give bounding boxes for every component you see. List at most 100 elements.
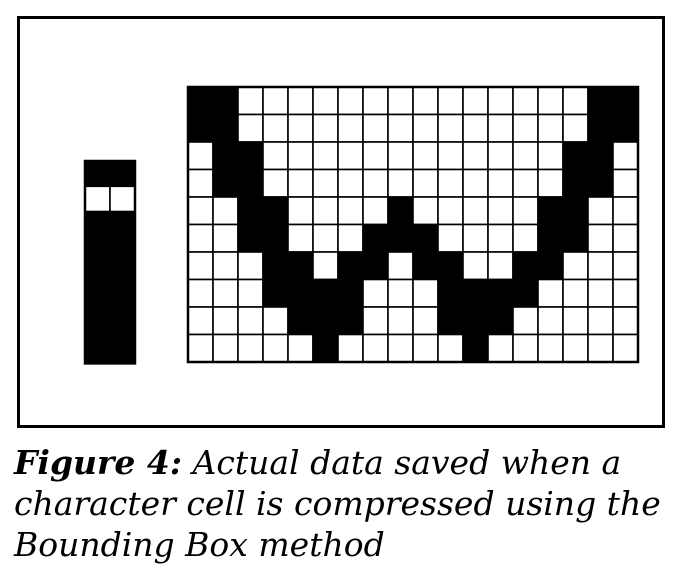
- large-bitmap-cell-6-6: [337, 251, 364, 281]
- large-bitmap-cell-8-6: [337, 306, 364, 336]
- large-bitmap-cell-3-17: [612, 168, 639, 198]
- small-bitmap-cell-6-1: [109, 311, 136, 339]
- small-bitmap-cell-3-0: [84, 236, 111, 263]
- large-bitmap-cell-7-13: [512, 278, 539, 308]
- large-bitmap-cell-3-10: [437, 168, 464, 198]
- large-bitmap-cell-3-7: [362, 168, 389, 198]
- small-bitmap-cell-0-1: [109, 160, 136, 188]
- compressed-bitmap: [83, 159, 137, 365]
- large-bitmap-cell-2-10: [437, 141, 464, 171]
- large-bitmap-cell-0-7: [362, 86, 389, 116]
- large-bitmap-cell-3-2: [237, 168, 264, 198]
- small-bitmap-cell-1-1: [109, 185, 136, 213]
- caption-text: Actual data saved when a character cell …: [14, 443, 661, 564]
- large-bitmap-cell-0-10: [437, 86, 464, 116]
- large-bitmap-cell-6-4: [287, 251, 314, 281]
- large-bitmap-cell-6-17: [612, 251, 639, 281]
- large-bitmap-cell-3-9: [412, 168, 439, 198]
- large-bitmap-cell-5-17: [612, 223, 639, 253]
- large-bitmap-cell-3-11: [462, 168, 489, 198]
- small-bitmap-cell-5-1: [109, 286, 136, 314]
- large-bitmap-cell-7-15: [562, 278, 589, 308]
- large-bitmap-cell-5-2: [237, 223, 264, 253]
- large-bitmap-cell-4-5: [312, 196, 339, 226]
- large-bitmap-cell-1-17: [612, 113, 639, 143]
- large-bitmap-cell-0-9: [412, 86, 439, 116]
- large-bitmap-cell-2-0: [187, 141, 214, 171]
- large-bitmap-cell-5-8: [387, 223, 414, 253]
- large-bitmap-cell-8-15: [562, 306, 589, 336]
- large-bitmap-cell-6-3: [262, 251, 289, 281]
- large-bitmap-cell-3-5: [312, 168, 339, 198]
- large-bitmap-cell-2-17: [612, 141, 639, 171]
- large-bitmap-cell-1-4: [287, 113, 314, 143]
- large-bitmap-cell-9-13: [512, 333, 539, 363]
- large-bitmap-cell-9-14: [537, 333, 564, 363]
- large-bitmap-cell-1-8: [387, 113, 414, 143]
- large-bitmap-cell-3-1: [212, 168, 239, 198]
- large-bitmap-cell-9-11: [462, 333, 489, 363]
- figure-caption: Figure 4: Actual data saved when a chara…: [14, 442, 674, 565]
- large-bitmap-cell-9-15: [562, 333, 589, 363]
- large-bitmap-cell-0-1: [212, 86, 239, 116]
- small-bitmap-cell-1-0: [84, 185, 111, 213]
- large-bitmap-cell-3-3: [262, 168, 289, 198]
- large-bitmap-cell-6-2: [237, 251, 264, 281]
- large-bitmap-cell-4-12: [487, 196, 514, 226]
- large-bitmap-cell-7-11: [462, 278, 489, 308]
- large-bitmap-cell-8-2: [237, 306, 264, 336]
- large-bitmap-cell-4-3: [262, 196, 289, 226]
- large-bitmap-cell-1-1: [212, 113, 239, 143]
- large-bitmap-cell-1-2: [237, 113, 264, 143]
- large-bitmap-cell-4-13: [512, 196, 539, 226]
- large-bitmap-cell-8-13: [512, 306, 539, 336]
- large-bitmap-cell-5-4: [287, 223, 314, 253]
- large-bitmap-cell-7-9: [412, 278, 439, 308]
- large-bitmap-cell-5-10: [437, 223, 464, 253]
- large-bitmap-cell-6-14: [537, 251, 564, 281]
- large-bitmap-cell-7-8: [387, 278, 414, 308]
- large-bitmap-cell-7-0: [187, 278, 214, 308]
- large-bitmap-cell-4-11: [462, 196, 489, 226]
- large-bitmap-cell-4-15: [562, 196, 589, 226]
- large-bitmap-border: [186, 85, 640, 364]
- large-bitmap-cell-3-13: [512, 168, 539, 198]
- large-bitmap-cell-7-17: [612, 278, 639, 308]
- large-bitmap-cell-8-11: [462, 306, 489, 336]
- large-bitmap-cell-9-17: [612, 333, 639, 363]
- large-bitmap-cell-9-8: [387, 333, 414, 363]
- large-bitmap-cell-4-9: [412, 196, 439, 226]
- large-bitmap-cell-5-1: [212, 223, 239, 253]
- large-bitmap-cell-4-1: [212, 196, 239, 226]
- large-bitmap-cell-7-1: [212, 278, 239, 308]
- large-bitmap-cell-8-5: [312, 306, 339, 336]
- large-bitmap-cell-5-6: [337, 223, 364, 253]
- large-bitmap-cell-9-16: [587, 333, 614, 363]
- large-bitmap-cell-0-2: [237, 86, 264, 116]
- large-bitmap-cell-0-17: [612, 86, 639, 116]
- large-bitmap-cell-5-14: [537, 223, 564, 253]
- large-bitmap-cell-7-14: [537, 278, 564, 308]
- large-bitmap-cell-6-7: [362, 251, 389, 281]
- large-bitmap-cell-8-1: [212, 306, 239, 336]
- large-bitmap-cell-5-13: [512, 223, 539, 253]
- large-bitmap-cell-6-16: [587, 251, 614, 281]
- large-bitmap-cell-0-16: [587, 86, 614, 116]
- large-bitmap-cell-2-4: [287, 141, 314, 171]
- large-bitmap-cell-8-17: [612, 306, 639, 336]
- large-bitmap-cell-0-11: [462, 86, 489, 116]
- large-bitmap-cell-8-9: [412, 306, 439, 336]
- small-bitmap-cell-2-0: [84, 210, 111, 238]
- large-bitmap-cell-8-3: [262, 306, 289, 336]
- large-bitmap-cell-9-2: [237, 333, 264, 363]
- large-bitmap-cell-4-16: [587, 196, 614, 226]
- large-bitmap-cell-0-4: [287, 86, 314, 116]
- large-bitmap-cell-2-3: [262, 141, 289, 171]
- large-bitmap-cell-3-16: [587, 168, 614, 198]
- large-bitmap-cell-5-9: [412, 223, 439, 253]
- large-bitmap-cell-9-6: [337, 333, 364, 363]
- large-bitmap-cell-2-5: [312, 141, 339, 171]
- large-bitmap-cell-1-16: [587, 113, 614, 143]
- large-bitmap-cell-2-6: [337, 141, 364, 171]
- large-bitmap-cell-1-6: [337, 113, 364, 143]
